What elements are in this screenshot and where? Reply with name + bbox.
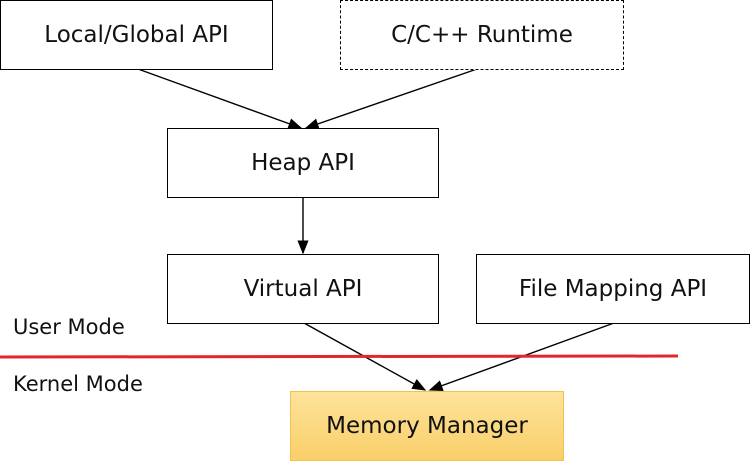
file-mapping-api-label: File Mapping API [518,276,708,302]
user-kernel-boundary [0,354,679,359]
arrow-crt-to-heap [304,68,478,130]
file-mapping-api-box: File Mapping API [476,254,750,324]
crt-box: C/C++ Runtime [340,0,624,70]
user-mode-label: User Mode [13,315,125,339]
local-global-api-box: Local/Global API [0,0,273,70]
virtual-api-box: Virtual API [167,254,439,324]
heap-api-box: Heap API [167,128,439,198]
virtual-api-label: Virtual API [243,276,363,302]
crt-label: C/C++ Runtime [391,22,573,48]
local-global-api-label: Local/Global API [44,22,229,48]
memory-manager-label: Memory Manager [326,413,528,439]
memory-manager-box: Memory Manager [290,391,564,461]
kernel-mode-label: Kernel Mode [13,372,143,396]
arrow-local-to-heap [137,68,303,129]
heap-api-label: Heap API [251,150,355,176]
